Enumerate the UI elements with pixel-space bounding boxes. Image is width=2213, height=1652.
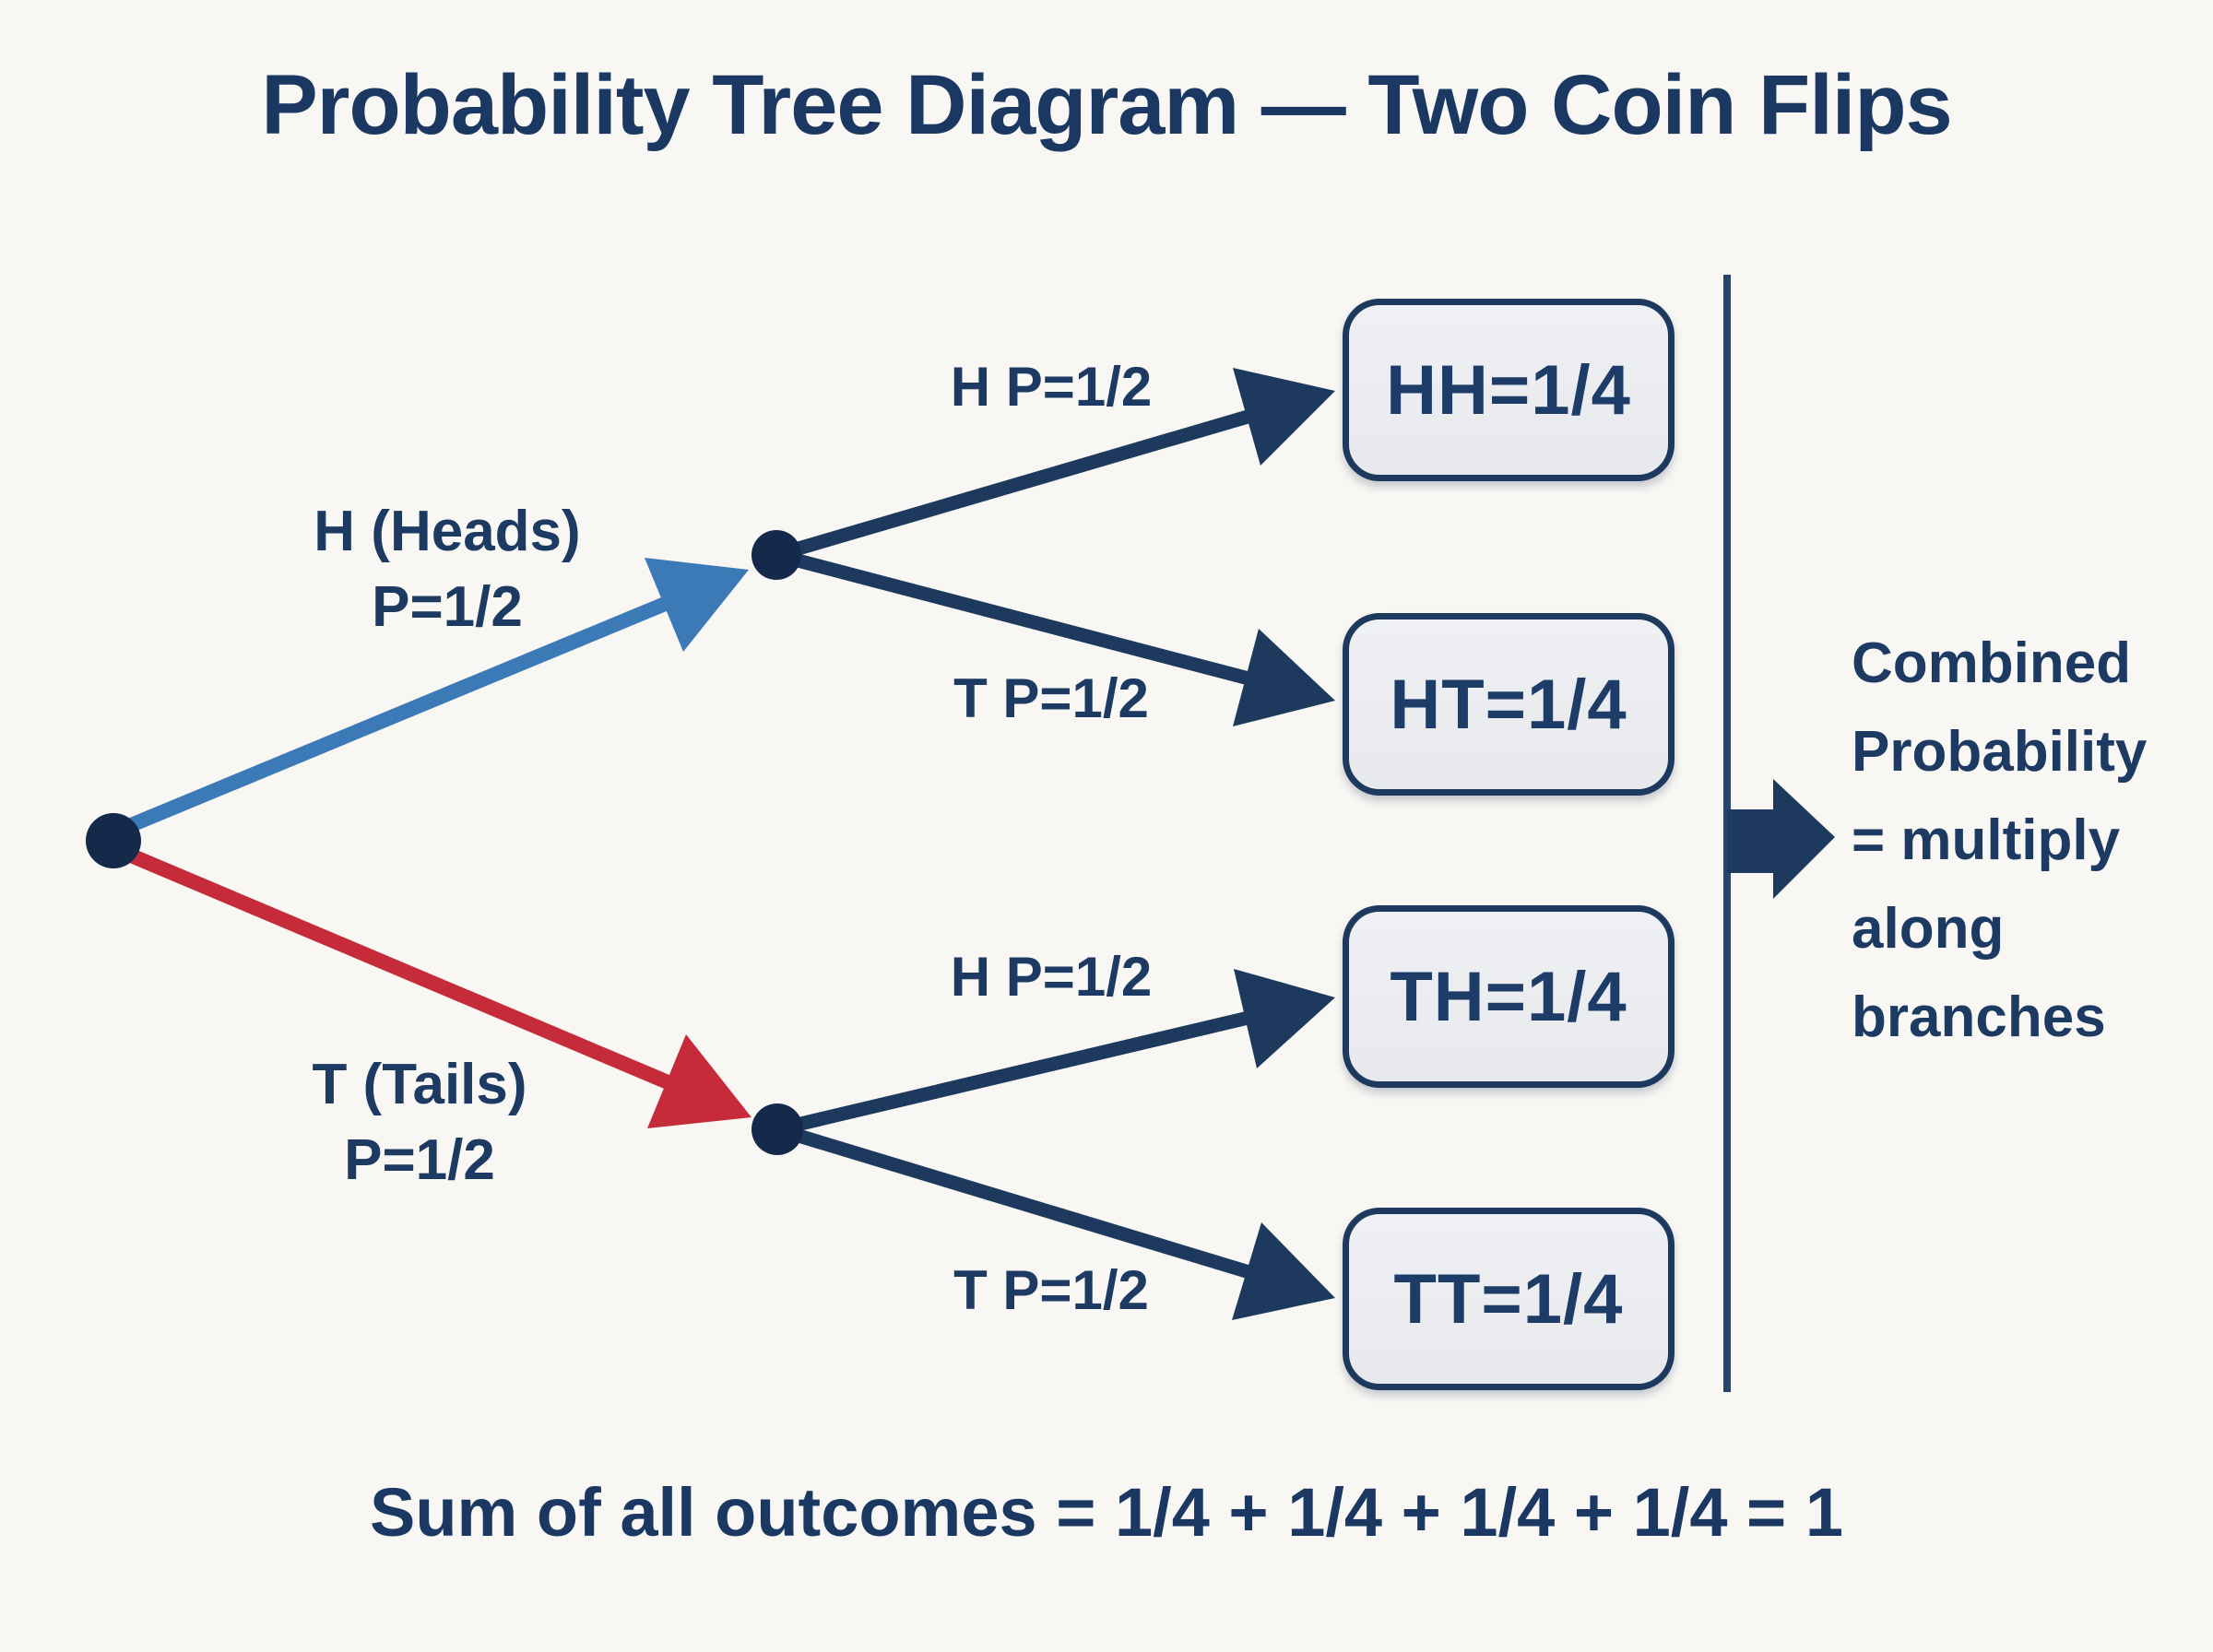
outcome-box-tt: TT=1/4 <box>1343 1208 1675 1390</box>
outcome-box-ht-value: HT=1/4 <box>1390 665 1627 744</box>
outcome-box-th-value: TH=1/4 <box>1390 957 1627 1036</box>
th-branch-line <box>775 1009 1254 1137</box>
hh-branch-arrowhead <box>1233 368 1335 466</box>
first-flip-heads-label: H (Heads) P=1/2 <box>314 500 581 639</box>
heads-branch-arrowhead <box>645 558 749 652</box>
heads-branch-line <box>121 595 673 835</box>
th-branch-arrowhead <box>1234 969 1335 1068</box>
second-flip-hh-label: H P=1/2 <box>950 356 1153 418</box>
outcome-box-hh: HH=1/4 <box>1343 299 1675 481</box>
first-flip-tails-label: T (Tails) P=1/2 <box>312 1053 527 1192</box>
outcome-box-th: TH=1/4 <box>1343 905 1675 1088</box>
outcome-box-hh-value: HH=1/4 <box>1386 350 1631 430</box>
hh-branch-line <box>774 407 1257 562</box>
second-flip-th-label: H P=1/2 <box>950 946 1153 1008</box>
tt-branch-arrowhead <box>1232 1222 1335 1320</box>
heads-node <box>751 530 801 580</box>
tails-branch-arrowhead <box>647 1034 751 1128</box>
sum-of-outcomes-line: Sum of all outcomes = 1/4 + 1/4 + 1/4 + … <box>370 1474 1843 1551</box>
combined-probability-note: Combined Probability = multiply along br… <box>1852 631 2148 1049</box>
ht-branch-arrowhead <box>1233 629 1335 726</box>
outcome-box-tt-value: TT=1/4 <box>1393 1259 1624 1339</box>
tails-branch-line <box>121 845 676 1092</box>
combined-probability-arrow-icon <box>1727 779 1835 899</box>
ht-branch-line <box>775 548 1254 687</box>
diagram-title: Probability Tree Diagram — Two Coin Flip… <box>261 58 1952 152</box>
root-node <box>86 813 141 868</box>
tails-node <box>751 1103 803 1155</box>
tt-branch-line <box>775 1122 1255 1280</box>
second-flip-tt-label: T P=1/2 <box>953 1259 1149 1321</box>
second-flip-ht-label: T P=1/2 <box>953 667 1149 729</box>
outcome-box-ht: HT=1/4 <box>1343 613 1675 796</box>
